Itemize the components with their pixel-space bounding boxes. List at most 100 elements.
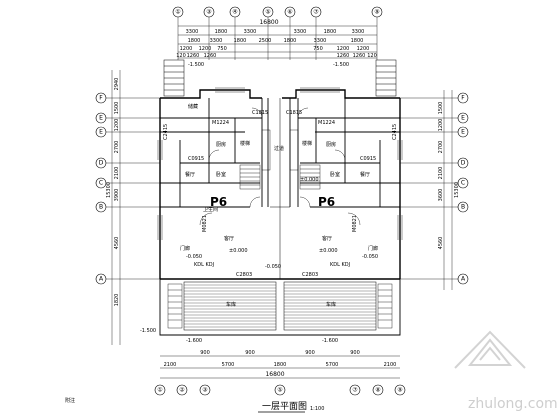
svg-text:C0915: C0915 [360, 156, 376, 162]
svg-text:C2803: C2803 [302, 272, 318, 278]
svg-text:M0821: M0821 [202, 215, 208, 232]
axis-label: ⑤ [265, 9, 270, 16]
room-label: 厨房 [326, 141, 336, 148]
room-label: 车库 [326, 301, 336, 308]
room-label: 楼梯 [302, 140, 312, 147]
axis-label: ① [175, 9, 180, 16]
room-label: 储藏 [188, 103, 198, 110]
room-label: 餐厅 [360, 171, 370, 178]
porch-outline [159, 279, 401, 336]
svg-text:⑦: ⑦ [352, 387, 358, 394]
svg-text:E: E [461, 115, 465, 122]
top-dim-row2: 1800 3300 1800 2500 1800 3300 1800 [188, 38, 364, 44]
drawing-scale: 1:100 [310, 406, 324, 412]
svg-text:E: E [99, 115, 103, 122]
svg-text:C1815: C1815 [252, 110, 268, 116]
center-line [270, 98, 290, 279]
overall-dim-bottom: 16800 [265, 371, 284, 378]
svg-text:1500: 1500 [114, 102, 120, 115]
room-label: 过道 [274, 145, 284, 152]
room-label: 卧室 [330, 171, 340, 178]
top-axis-labels: ① ③ ④ ⑤ ⑥ ⑦ ⑨ [175, 9, 379, 16]
svg-text:15300: 15300 [454, 182, 460, 198]
axis-label: ⑥ [287, 9, 292, 16]
p6-tag-left: P6 [210, 195, 227, 209]
svg-text:1260: 1260 [353, 53, 366, 59]
svg-text:1200: 1200 [114, 119, 120, 132]
bottom-axis-bubbles [154, 384, 406, 396]
svg-text:⑤: ⑤ [277, 387, 282, 394]
overall-dim-top: 16800 [259, 19, 278, 26]
room-label: 门廊 [368, 245, 378, 252]
svg-text:1200: 1200 [438, 119, 444, 132]
room-label: 客厅 [322, 235, 332, 242]
svg-text:120: 120 [176, 53, 186, 59]
right-dim-texts: 1500 1200 2700 2100 3600 4560 15300 [438, 102, 460, 250]
room-label: 车库 [226, 301, 236, 308]
svg-text:B: B [461, 204, 465, 211]
svg-text:-1.600: -1.600 [186, 338, 202, 344]
svg-text:-1.500: -1.500 [188, 62, 204, 68]
right-axis-labels: F E E D C B A [461, 95, 466, 283]
svg-text:-0.050: -0.050 [362, 254, 378, 260]
svg-text:2940: 2940 [114, 78, 120, 91]
svg-text:1800: 1800 [274, 362, 287, 368]
exterior-stair-left [163, 59, 185, 97]
svg-text:1500: 1500 [438, 102, 444, 115]
svg-text:KDL KDJ: KDL KDJ [330, 262, 350, 268]
svg-text:A: A [99, 276, 104, 283]
bottom-dim-row1: 2100 5700 1800 5700 2100 [164, 362, 397, 368]
svg-text:1800: 1800 [284, 38, 297, 44]
svg-text:900: 900 [245, 350, 255, 356]
level-marks: ±0.000 ±0.000 -0.050 -0.050 -0.050 -1.50… [140, 62, 378, 344]
svg-text:D: D [461, 160, 466, 167]
drawing-title: 一层平面图 [262, 401, 307, 412]
bottom-dim-row2: 900 900 900 900 [200, 350, 360, 356]
svg-text:900: 900 [350, 350, 360, 356]
svg-text:1800: 1800 [215, 29, 228, 35]
axis-label: ⑦ [313, 9, 319, 16]
svg-text:⑧: ⑧ [375, 387, 380, 394]
left-dim-texts: 2940 1500 1200 2700 2100 3900 4560 1820 … [106, 78, 120, 307]
svg-text:1260: 1260 [187, 53, 200, 59]
top-axis-leaders [177, 17, 378, 60]
svg-text:2100: 2100 [438, 167, 444, 180]
svg-text:-0.050: -0.050 [265, 264, 281, 270]
bottom-axis-labels: ① ② ③ ⑤ ⑦ ⑧ ⑨ [157, 387, 402, 394]
svg-text:M1224: M1224 [318, 120, 335, 126]
door-window-tags: M1224 M1224 C1815 C1815 C2803 C2803 C091… [163, 110, 398, 278]
svg-text:4560: 4560 [114, 237, 120, 250]
svg-text:1200: 1200 [180, 46, 193, 52]
room-label: 卧室 [216, 171, 226, 178]
room-label: 客厅 [224, 235, 234, 242]
svg-text:C2803: C2803 [236, 272, 252, 278]
svg-text:3300: 3300 [244, 29, 257, 35]
svg-text:900: 900 [200, 350, 210, 356]
svg-text:3900: 3900 [114, 189, 120, 202]
room-label: 门廊 [180, 245, 190, 252]
porch-stairs [167, 283, 393, 329]
svg-text:E: E [99, 129, 103, 136]
bottom-dimension-lines [160, 355, 400, 379]
svg-text:5700: 5700 [222, 362, 235, 368]
room-label: 厨房 [216, 141, 226, 148]
svg-text:3300: 3300 [210, 38, 223, 44]
watermark: zhulong.com [454, 330, 558, 412]
top-dim-row1: 3300 1800 3300 3300 1800 3300 [186, 29, 365, 35]
drawing-title-block: 一层平面图 1:100 附注 [65, 397, 324, 413]
svg-text:1200: 1200 [357, 46, 370, 52]
interior-stair [239, 129, 321, 190]
svg-text:E: E [461, 129, 465, 136]
svg-text:750: 750 [217, 46, 227, 52]
top-axis-bubbles [172, 6, 383, 18]
svg-text:F: F [99, 95, 103, 102]
svg-text:F: F [461, 95, 465, 102]
svg-text:-1.500: -1.500 [140, 328, 156, 334]
svg-text:C: C [99, 180, 103, 187]
left-dimension-lines [111, 70, 121, 345]
svg-text:2500: 2500 [259, 38, 272, 44]
corner-mark: 附注 [65, 397, 75, 404]
svg-text:1200: 1200 [199, 46, 212, 52]
svg-text:C2415: C2415 [392, 124, 398, 140]
